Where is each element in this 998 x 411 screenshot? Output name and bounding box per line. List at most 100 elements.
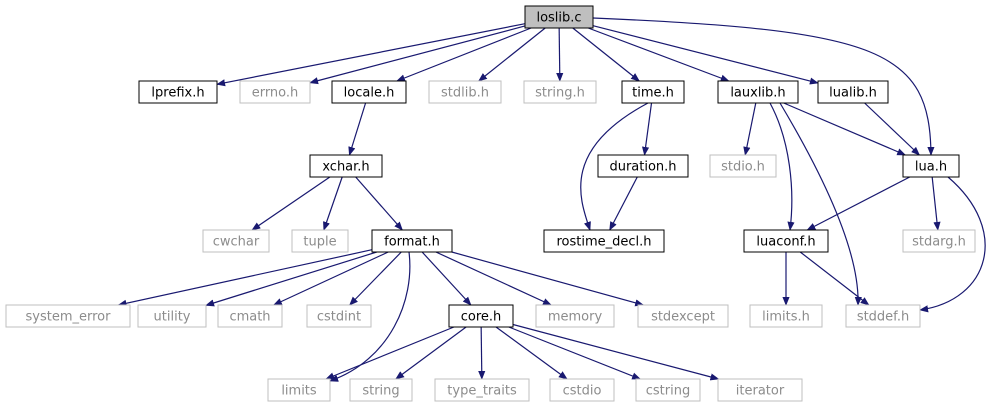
edge-format-to-limits xyxy=(329,251,411,382)
node-duration[interactable]: duration.h xyxy=(597,154,689,178)
node-box-cstdio xyxy=(549,378,615,402)
edge-format-to-memory xyxy=(435,251,552,306)
node-label-loslib: loslib.c xyxy=(536,11,581,26)
node-label-cstdint: cstdint xyxy=(317,310,361,325)
node-label-cmath: cmath xyxy=(229,310,270,325)
node-label-system_error: system_error xyxy=(26,310,112,325)
node-system_error: system_error xyxy=(5,304,131,328)
node-label-tuple: tuple xyxy=(303,235,336,250)
node-label-cstring: cstring xyxy=(646,384,690,399)
node-string: string xyxy=(349,378,413,402)
node-label-cwchar: cwchar xyxy=(213,235,260,250)
node-box-stdarg xyxy=(902,229,976,253)
edge-luaconf-to-stddef xyxy=(799,251,870,306)
node-box-string_h xyxy=(523,80,597,104)
node-box-duration xyxy=(597,154,689,178)
node-core[interactable]: core.h xyxy=(448,304,514,328)
node-label-cstdio: cstdio xyxy=(563,384,602,399)
node-lprefix[interactable]: lprefix.h xyxy=(138,80,218,104)
node-label-stdio_h: stdio.h xyxy=(721,160,765,175)
node-box-cstring xyxy=(635,378,701,402)
edge-loslib-to-stdlib xyxy=(478,27,546,82)
node-box-utility xyxy=(137,304,207,328)
node-box-tuple xyxy=(291,229,349,253)
node-box-core xyxy=(448,304,514,328)
node-locale[interactable]: locale.h xyxy=(331,80,407,104)
node-label-errno: errno.h xyxy=(252,86,299,101)
edge-loslib-to-lualib xyxy=(592,25,819,85)
node-box-time xyxy=(621,80,685,104)
node-box-limits_h xyxy=(749,304,823,328)
edge-loslib-to-time xyxy=(572,27,640,82)
node-lauxlib[interactable]: lauxlib.h xyxy=(717,80,799,104)
node-box-stddef xyxy=(845,304,921,328)
edge-lauxlib-to-stddef xyxy=(779,102,862,306)
node-xchar[interactable]: xchar.h xyxy=(309,154,383,178)
node-stdexcept: stdexcept xyxy=(637,304,729,328)
node-label-time: time.h xyxy=(632,86,674,101)
node-type_traits: type_traits xyxy=(434,378,530,402)
node-limits: limits xyxy=(267,378,331,402)
node-rostime[interactable]: rostime_decl.h xyxy=(543,229,665,253)
node-label-lua: lua.h xyxy=(915,160,947,175)
node-label-core: core.h xyxy=(461,310,502,325)
node-lualib[interactable]: lualib.h xyxy=(817,80,889,104)
node-label-limits_h: limits.h xyxy=(762,310,810,325)
edge-lua-to-luaconf xyxy=(806,176,911,231)
node-lua[interactable]: lua.h xyxy=(902,154,960,178)
edge-lualib-to-lua xyxy=(864,102,921,156)
edge-core-to-string xyxy=(395,326,467,380)
node-box-loslib xyxy=(524,5,594,29)
node-memory: memory xyxy=(535,304,615,328)
node-box-format xyxy=(371,229,453,253)
node-label-utility: utility xyxy=(154,310,191,325)
node-cstdint: cstdint xyxy=(306,304,372,328)
node-box-rostime xyxy=(543,229,665,253)
nodes-layer: loslib.c lprefix.h errno.h locale.h stdlib.h… xyxy=(5,5,976,402)
edge-format-to-core xyxy=(421,251,472,306)
node-label-xchar: xchar.h xyxy=(322,160,369,175)
edge-format-to-cstdint xyxy=(349,251,402,306)
node-label-stddef: stddef.h xyxy=(857,310,909,325)
node-cstdio: cstdio xyxy=(549,378,615,402)
node-label-locale: locale.h xyxy=(344,86,395,101)
edge-format-to-utility xyxy=(205,251,377,307)
node-box-errno xyxy=(239,80,311,104)
node-string_h: string.h xyxy=(523,80,597,104)
edge-xchar-to-cwchar xyxy=(251,176,331,231)
node-format[interactable]: format.h xyxy=(371,229,453,253)
node-label-rostime: rostime_decl.h xyxy=(556,235,651,250)
node-label-stdlib: stdlib.h xyxy=(441,86,489,101)
node-cwchar: cwchar xyxy=(202,229,270,253)
node-luaconf[interactable]: luaconf.h xyxy=(743,229,829,253)
node-stdlib: stdlib.h xyxy=(428,80,502,104)
edge-loslib-to-lauxlib xyxy=(587,27,730,82)
edge-xchar-to-format xyxy=(355,176,403,231)
node-iterator: iterator xyxy=(717,378,803,402)
node-box-system_error xyxy=(5,304,131,328)
node-limits_h: limits.h xyxy=(749,304,823,328)
edge-format-to-stdexcept xyxy=(451,251,645,307)
node-box-string xyxy=(349,378,413,402)
node-label-format: format.h xyxy=(384,235,440,250)
node-label-iterator: iterator xyxy=(736,384,785,399)
node-box-cmath xyxy=(217,304,283,328)
node-loslib[interactable]: loslib.c xyxy=(524,5,594,29)
edge-loslib-to-lua xyxy=(592,17,935,156)
edge-time-to-rostime xyxy=(580,102,649,231)
node-box-lprefix xyxy=(138,80,218,104)
node-box-lualib xyxy=(817,80,889,104)
edge-loslib-to-lprefix xyxy=(216,23,526,87)
node-box-cstdint xyxy=(306,304,372,328)
node-label-lualib: lualib.h xyxy=(829,86,877,101)
node-box-limits xyxy=(267,378,331,402)
edge-locale-to-xchar xyxy=(348,102,367,156)
node-stddef: stddef.h xyxy=(845,304,921,328)
edge-lauxlib-to-lua xyxy=(783,102,907,156)
node-errno: errno.h xyxy=(239,80,311,104)
node-box-stdlib xyxy=(428,80,502,104)
node-box-stdio_h xyxy=(709,154,777,178)
node-time[interactable]: time.h xyxy=(621,80,685,104)
node-tuple: tuple xyxy=(291,229,349,253)
